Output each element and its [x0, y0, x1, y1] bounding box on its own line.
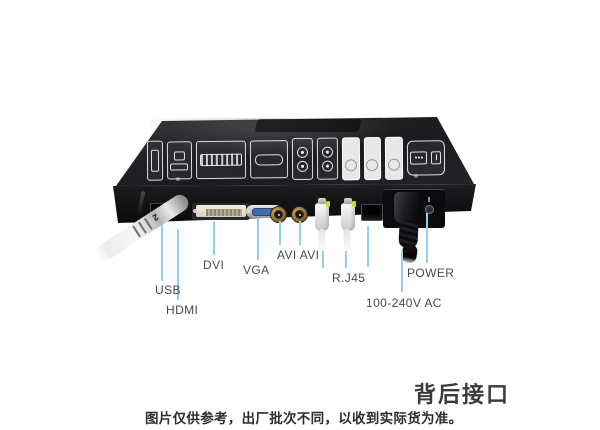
label-strip-icon	[385, 136, 403, 180]
usb-port-icon	[146, 140, 163, 181]
rj45-port	[361, 204, 383, 221]
label-vga: VGA	[243, 263, 270, 277]
vga-port-icon	[249, 140, 289, 179]
port-icon-strip	[146, 134, 446, 184]
screw-icon	[176, 177, 180, 181]
dvi-port	[192, 203, 250, 220]
leader-line-hdmi	[177, 229, 179, 300]
power-group-icon	[406, 139, 446, 176]
screw-icon	[414, 174, 418, 178]
leader-line-ac	[401, 251, 403, 292]
label-avi: AVI AVI	[277, 248, 320, 262]
white-cable-plug	[341, 198, 356, 231]
leader-line-power	[426, 213, 428, 263]
leader-line-avi-1	[279, 221, 281, 245]
leader-line-dvi	[213, 221, 215, 255]
leader-line-rj45-1	[322, 251, 324, 268]
power-socket-icon	[410, 150, 428, 165]
io-port-icon	[166, 141, 193, 180]
leader-line-vga	[257, 219, 259, 260]
leader-line-usb	[161, 224, 163, 281]
label-strip-icon	[363, 136, 382, 180]
power-cord-plug	[394, 192, 420, 224]
disclaimer-text: 图片仅供参考，出厂批次不同，以收到实际货为准。	[145, 411, 463, 426]
label-usb: USB	[155, 283, 181, 297]
bnc-pair-icon	[291, 137, 314, 181]
label-ac: 100-240V AC	[366, 296, 442, 310]
power-button	[425, 205, 434, 214]
leader-line-avi-2	[299, 221, 301, 245]
leader-line-rj45-2	[345, 251, 347, 268]
section-title: 背后接口	[414, 382, 511, 407]
white-cable-plug	[315, 198, 330, 231]
leader-line-rj45-3	[367, 226, 369, 267]
label-dvi: DVI	[203, 258, 225, 272]
label-power: POWER	[407, 266, 455, 280]
power-switch-icon	[431, 150, 442, 164]
power-cord	[400, 242, 419, 265]
power-button-mark	[428, 197, 430, 202]
dvi-port-icon	[196, 140, 246, 180]
device-rear-vent	[254, 119, 362, 132]
bnc-connector	[270, 206, 287, 223]
bnc-pair-icon	[316, 137, 339, 180]
label-strip-icon	[342, 136, 360, 180]
label-hdmi: HDMI	[166, 303, 199, 317]
label-rj45: R.J45	[332, 271, 366, 285]
